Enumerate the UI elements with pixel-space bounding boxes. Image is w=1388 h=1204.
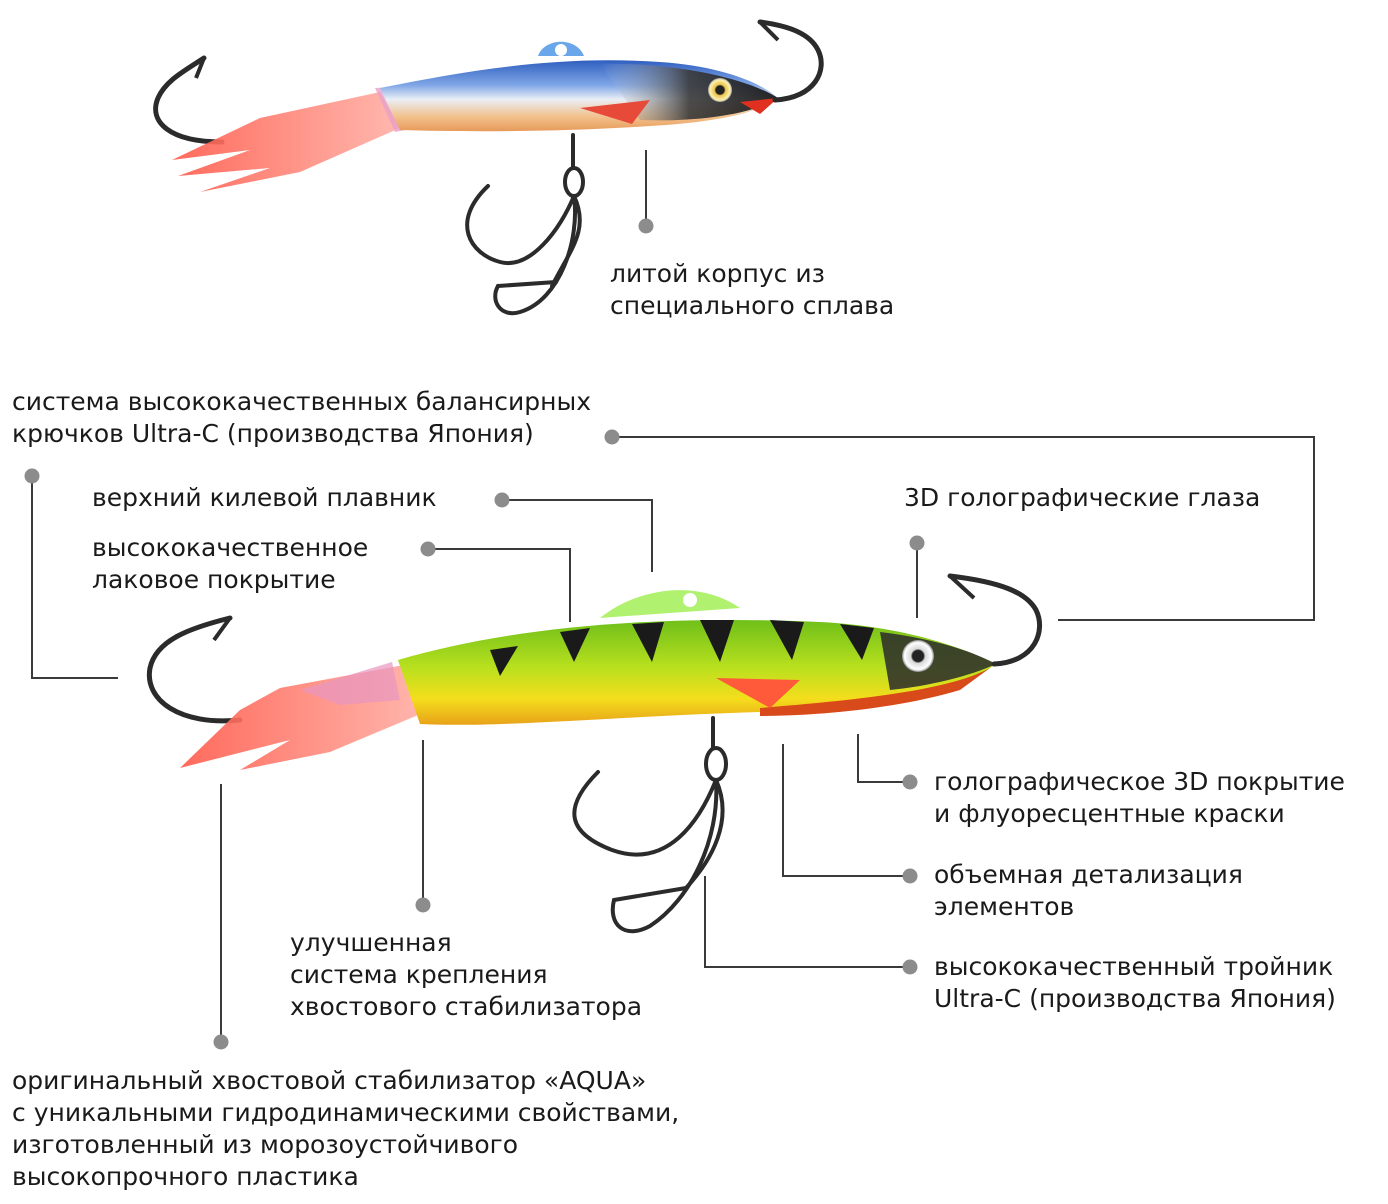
label-line: высокопрочного пластика — [12, 1162, 359, 1191]
label-line: верхний килевой плавник — [92, 483, 437, 512]
leader-lines — [31, 150, 1315, 1042]
leader-detailing — [782, 744, 910, 877]
leader-lacquer — [428, 548, 571, 622]
label-line: высококачественный тройник — [934, 952, 1334, 981]
pectoral-fin — [580, 100, 650, 124]
hook-icon — [758, 20, 780, 42]
lure-head — [880, 632, 996, 690]
label-line: изготовленный из морозоустойчивого — [12, 1130, 519, 1159]
label-line: литой корпус из — [610, 259, 825, 288]
label-line: система крепления — [290, 960, 548, 989]
hook-icon — [757, 19, 824, 103]
tail-holder — [300, 662, 400, 705]
label-line: голографическое 3D покрытие — [934, 767, 1345, 796]
label-lacquer: высококачественное лаковое покрытие — [92, 532, 368, 596]
top-lure-image — [153, 19, 824, 316]
label-line: высококачественное — [92, 533, 369, 562]
bottom-lure-image — [146, 573, 1043, 934]
label-line: хвостового стабилизатора — [290, 992, 643, 1021]
hook-icon — [146, 615, 243, 724]
label-line: 3D голографические глаза — [904, 483, 1261, 512]
keel-fin — [600, 590, 740, 618]
tail-stabilizer — [172, 92, 400, 192]
leader-holo-coating — [857, 734, 910, 783]
leader-hooks-system — [612, 436, 1315, 621]
leader-treble — [704, 876, 910, 968]
lure-chin — [760, 668, 990, 716]
leader-dots — [24, 218, 925, 1050]
lure-body — [398, 619, 996, 725]
hook-icon — [194, 57, 206, 79]
eye — [708, 78, 732, 102]
label-line: с уникальными гидродинамическими свойств… — [12, 1098, 680, 1127]
lure-chin — [740, 98, 778, 114]
label-line: улучшенная — [290, 928, 452, 957]
leader-aqua-tail-left — [31, 476, 118, 679]
label-line: система высококачественных балансирных — [12, 387, 592, 416]
hook-icon — [948, 574, 976, 600]
hook-icon — [153, 55, 225, 145]
label-line: и флуоресцентные краски — [934, 799, 1285, 828]
label-eyes: 3D голографические глаза — [904, 482, 1260, 514]
eye — [902, 640, 934, 672]
pectoral-fin — [716, 678, 800, 708]
label-cast-body: литой корпус из специального сплава — [610, 258, 894, 322]
label-holo-coating: голографическое 3D покрытие и флуоресцент… — [934, 766, 1345, 830]
label-line: Ultra-C (производства Япония) — [934, 984, 1336, 1013]
label-hooks-system: система высококачественных балансирных кр… — [12, 386, 591, 450]
label-keel-fin: верхний килевой плавник — [92, 482, 437, 514]
label-line: оригинальный хвостовой стабилизатор «AQU… — [12, 1066, 647, 1095]
body-stripes — [490, 620, 874, 676]
label-line: лаковое покрытие — [92, 565, 336, 594]
label-detailing: объемная детализация элементов — [934, 859, 1243, 923]
hook-icon — [212, 616, 232, 642]
label-line: крючков Ultra-C (производства Япония) — [12, 419, 534, 448]
label-tail-mount: улучшенная система крепления хвостового ст… — [290, 927, 642, 1023]
label-aqua-tail: оригинальный хвостовой стабилизатор «AQU… — [12, 1065, 679, 1193]
label-line: специального сплава — [610, 291, 895, 320]
label-line: элементов — [934, 892, 1075, 921]
leader-keel-fin — [502, 499, 653, 572]
label-line: объемная детализация — [934, 860, 1243, 889]
treble-hook-icon — [465, 133, 585, 316]
treble-hook-icon — [572, 716, 728, 934]
hook-icon — [947, 573, 1043, 667]
